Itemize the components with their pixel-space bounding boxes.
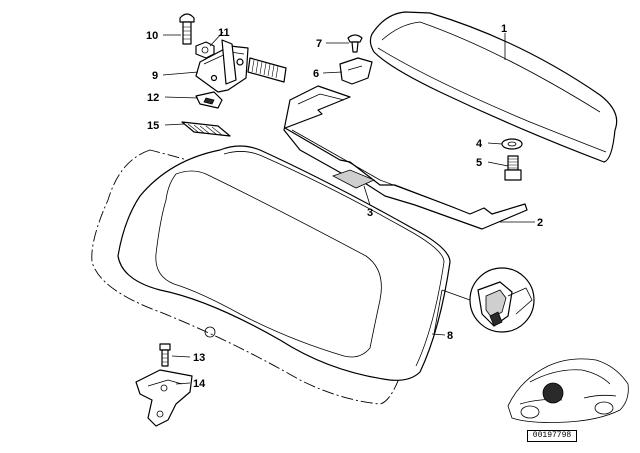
- callout-labels: 1 2 3 4 5 6 7 8 9 10 11 12 13 14 15: [146, 23, 543, 390]
- catalog-number: 00197798: [527, 430, 577, 442]
- callout-13: 13: [193, 352, 205, 364]
- callout-7: 7: [316, 38, 322, 50]
- stud-13: [159, 343, 171, 367]
- leader-lines: [162, 31, 535, 385]
- callout-5: 5: [476, 157, 482, 169]
- label-plate: [331, 169, 376, 189]
- callout-11: 11: [218, 27, 230, 39]
- emblem-strip: [181, 121, 231, 137]
- callout-4: 4: [476, 138, 483, 150]
- parcel-shelf-cover: [369, 11, 618, 163]
- nut-11: [195, 41, 215, 59]
- screw-7: [347, 34, 363, 53]
- callout-10: 10: [146, 30, 158, 42]
- rear-window-glass: [91, 145, 451, 405]
- bolt-10: [179, 13, 195, 45]
- callout-6: 6: [313, 68, 319, 80]
- callout-15: 15: [147, 120, 159, 132]
- callout-14: 14: [193, 378, 206, 390]
- bracket-clip: [339, 57, 373, 85]
- hinge-assembly: [195, 39, 287, 93]
- callout-2: 2: [537, 217, 543, 229]
- callout-3: 3: [367, 207, 373, 219]
- callout-1: 1: [501, 23, 507, 35]
- clip-12: [195, 91, 223, 109]
- mounting-bracket: [135, 369, 193, 427]
- callout-9: 9: [152, 70, 158, 82]
- seal-detail-inset: [469, 267, 535, 333]
- callout-12: 12: [147, 92, 159, 104]
- highlight-dot: [542, 382, 564, 404]
- vehicle-thumbnail: [507, 358, 629, 423]
- bolt-5: [504, 155, 522, 181]
- washer: [501, 138, 523, 150]
- callout-8: 8: [447, 330, 453, 342]
